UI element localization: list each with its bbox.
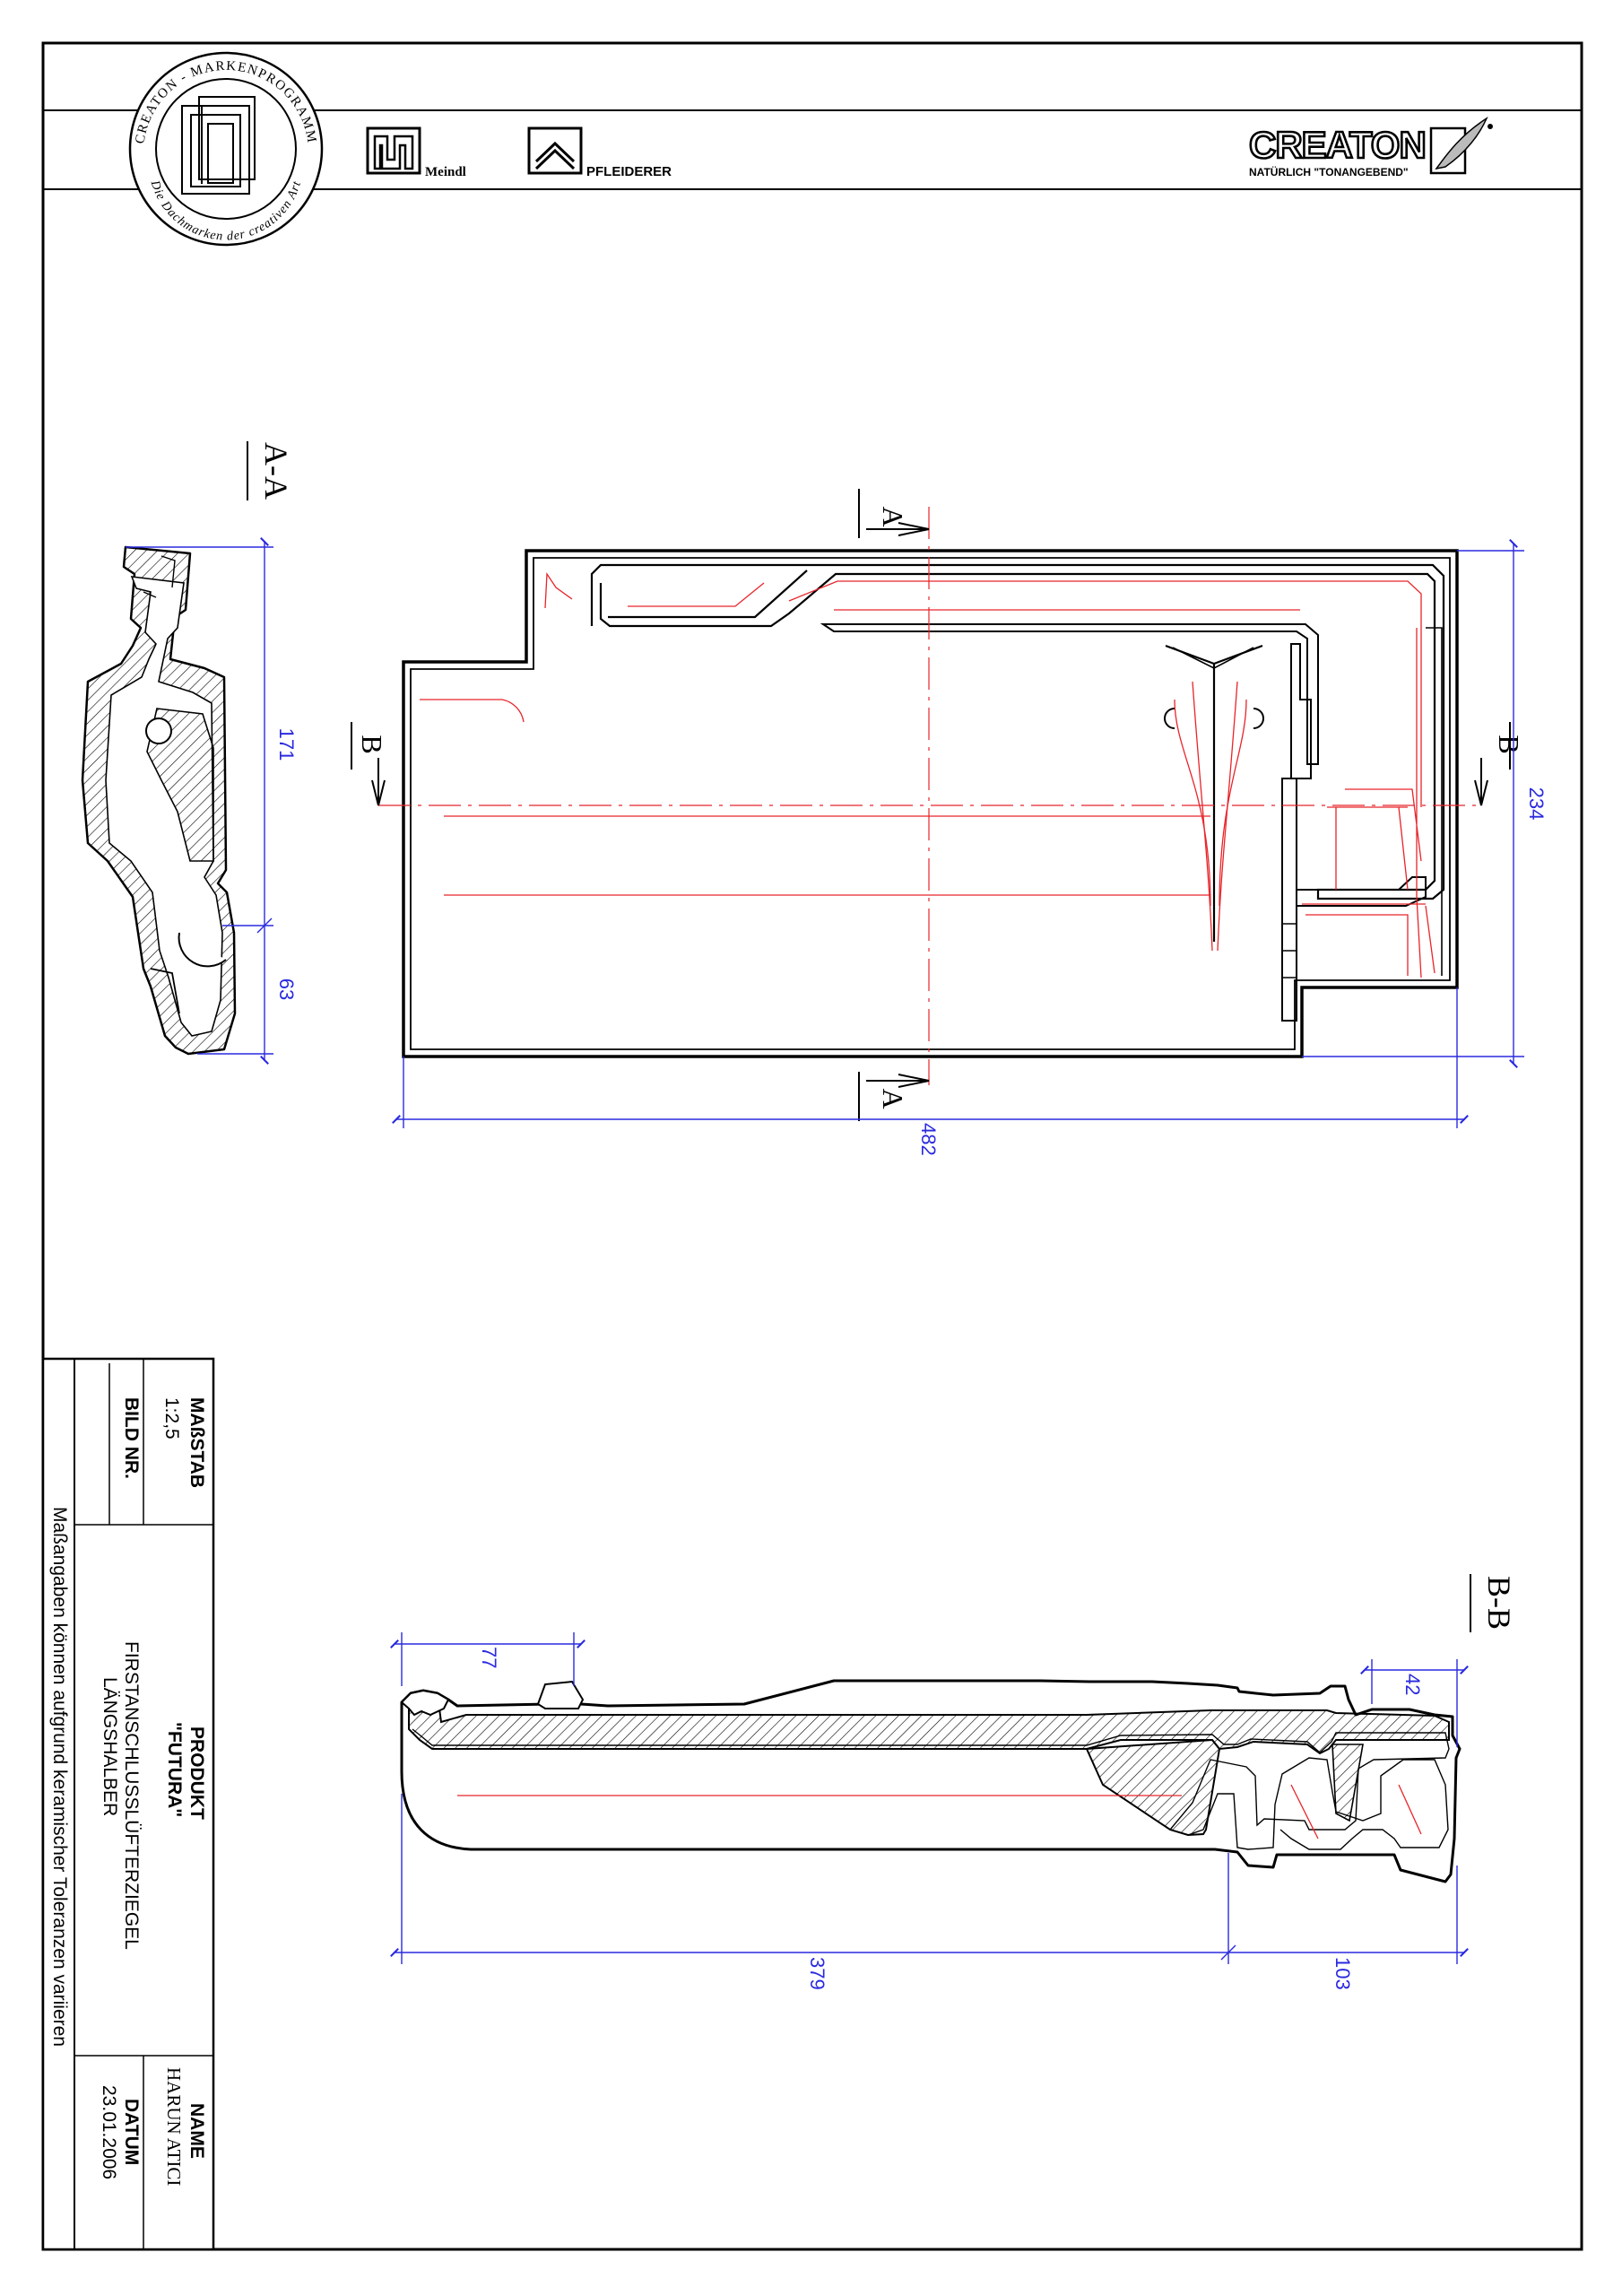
section-bb-profile <box>400 1679 1462 1883</box>
title-block: MAßSTAB 1:2,5 BILD NR. PRODUKT "FUTURA" … <box>41 1357 215 2251</box>
creaton-tagline: NATÜRLICH "TONANGEBEND" <box>1249 165 1409 178</box>
creaton-logo: CREATON NATÜRLICH "TONANGEBEND" <box>1248 117 1493 178</box>
feather-icon <box>1435 117 1488 170</box>
section-aa-dimensions: 171 63 <box>126 537 298 1065</box>
section-bb-dimensions: 77 42 379 103 <box>390 1632 1469 1990</box>
tb-date-label: DATUM <box>121 2099 142 2165</box>
dim-plan-234: 234 <box>1525 787 1548 821</box>
tb-name-label: NAME <box>186 2103 207 2159</box>
dim-bb-77: 77 <box>478 1647 500 1668</box>
section-aa-profile <box>81 545 237 1056</box>
dim-aa-171: 171 <box>275 728 298 761</box>
cut-a-bottom-label: A <box>877 1088 909 1109</box>
creaton-logo-text: CREATON <box>1249 124 1426 166</box>
tb-product-name: "FUTURA" <box>164 1722 185 1817</box>
seal-emblem-icon <box>181 96 256 195</box>
meindl-logo: Meindl <box>366 126 466 179</box>
tb-tolerance-note: Maßangaben können aufgrund keramischer T… <box>49 1507 70 2047</box>
section-aa-label: A-A <box>258 442 294 500</box>
pfleiderer-logo: PFLEIDERER <box>527 126 672 179</box>
pfleiderer-text: PFLEIDERER <box>586 164 672 179</box>
tb-product-label: PRODUKT <box>186 1726 207 1820</box>
plan-dimensions: 234 482 <box>392 539 1548 1156</box>
section-bb-label: B-B <box>1481 1576 1517 1630</box>
tb-product-desc2: LÄNGSHALBER <box>100 1677 120 1816</box>
dim-bb-42: 42 <box>1401 1674 1424 1695</box>
creaton-seal: CREATON - MARKENPROGRAMM Die Dachmarken … <box>128 51 324 247</box>
plan-view: A A B B <box>351 489 1525 1121</box>
dim-plan-482: 482 <box>917 1123 940 1156</box>
tb-name-value: HARUN ATICI <box>163 2067 185 2186</box>
dim-bb-103: 103 <box>1331 1957 1354 1990</box>
tb-product-desc1: FIRSTANSCHLUSSLÜFTERZIEGEL <box>121 1641 142 1950</box>
dim-bb-379: 379 <box>806 1957 828 1990</box>
cut-a-top-label: A <box>877 506 909 526</box>
tb-scale-label: MAßSTAB <box>186 1397 207 1488</box>
tb-date-value: 23.01.2006 <box>99 2085 119 2179</box>
drawing-frame <box>41 41 1583 2251</box>
dim-aa-63: 63 <box>275 978 298 1000</box>
meindl-text: Meindl <box>425 165 466 179</box>
tb-image-no-label: BILD NR. <box>121 1397 142 1479</box>
cut-b-left-label: B <box>356 735 388 753</box>
tb-scale-value: 1:2,5 <box>161 1397 182 1439</box>
